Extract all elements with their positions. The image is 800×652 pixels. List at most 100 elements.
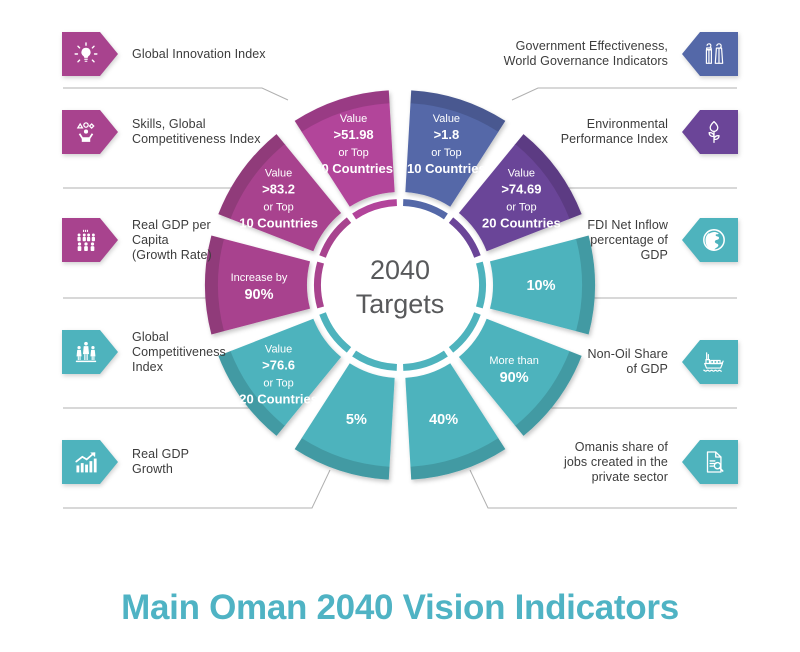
donut-slice[interactable] <box>458 144 570 252</box>
inner-ring-arc <box>352 199 397 220</box>
tag-shape <box>62 330 118 374</box>
label-text: Real GDP per Capita (Growth Rate) <box>132 217 212 262</box>
globe-icon <box>703 229 725 251</box>
slice-label-line: Value <box>265 167 292 179</box>
inner-ring-arc <box>476 261 486 309</box>
slice-rim <box>514 134 582 220</box>
donut-slice[interactable] <box>405 103 499 207</box>
inner-ring-arc <box>319 217 352 258</box>
donut-slice[interactable] <box>301 103 395 207</box>
slice-label-line: >74.69 <box>501 181 541 196</box>
center-label-line1: 2040 <box>370 255 430 285</box>
slice-label-line: or Top <box>263 378 293 390</box>
three-people-icon <box>75 341 97 363</box>
tag-real-gdp-growth <box>62 440 118 484</box>
label-row-omanis-share-of-jobs[interactable]: Omanis share of jobs created in the priv… <box>564 440 738 484</box>
slice-label-line: 10% <box>526 278 555 294</box>
plant-leaf-icon <box>708 120 720 144</box>
donut-slice[interactable] <box>405 363 499 467</box>
label-row-real-gdp-growth[interactable]: Real GDP Growth <box>62 440 189 484</box>
donut-slice[interactable] <box>230 144 342 252</box>
slice-label-line: Value <box>340 113 367 125</box>
slice-label-line: 40% <box>429 412 458 428</box>
label-text: Real GDP Growth <box>132 447 190 476</box>
bar-chart-growth-icon <box>75 452 97 473</box>
slice-label-line: Increase by <box>231 272 288 284</box>
tag-government-effectiveness <box>682 32 738 76</box>
cargo-ship-icon <box>703 352 724 372</box>
donut-slice[interactable] <box>301 363 395 467</box>
slice-label-line: Value <box>265 344 292 356</box>
label-text: Global Innovation Index <box>132 46 266 61</box>
skills-person-icon <box>76 122 95 142</box>
donut-chart: 2040 Targets Value >1.8 or Top 10 Countries… <box>205 90 595 480</box>
slice-rim <box>294 437 390 480</box>
lightbulb-icon <box>74 42 98 63</box>
inner-ring-arc <box>319 312 352 353</box>
slice-label-line: More than <box>489 355 539 367</box>
center-label-line2: Targets <box>356 289 445 319</box>
inner-ring-arc <box>448 312 481 353</box>
slice-label-line: Value <box>508 167 535 179</box>
slice-label-line: 10 Countries <box>407 161 486 176</box>
label-text: Global Competitiveness Index <box>132 329 226 374</box>
tag-real-gdp-per-capita <box>62 218 118 262</box>
slice-rim <box>218 134 286 220</box>
people-group-icon <box>77 229 95 252</box>
tag-shape <box>62 110 118 154</box>
slice-label-line: 90% <box>244 287 273 303</box>
donut-slice[interactable] <box>218 238 311 332</box>
slice-label-line: 90% <box>500 370 529 386</box>
slice-rim <box>218 350 286 436</box>
label-row-global-competitiveness-index[interactable]: Global Competitiveness Index <box>62 330 226 374</box>
slice-label-line: or Top <box>431 147 461 159</box>
slice-label-line: 5% <box>346 412 367 428</box>
slice-label-line: >1.8 <box>434 127 460 142</box>
tag-environmental-performance-index <box>682 110 738 154</box>
label-row-real-gdp-per-capita[interactable]: Real GDP per Capita (Growth Rate) <box>62 218 212 262</box>
slice-label-line: Value <box>433 113 460 125</box>
label-text: Government Effectiveness, World Governan… <box>503 39 668 68</box>
tag-non-oil-share-of-gdp <box>682 340 738 384</box>
slice-rim <box>410 437 506 480</box>
inner-ring-arc <box>403 199 448 220</box>
tag-shape <box>682 32 738 76</box>
label-row-skills-global-competitiveness-index[interactable]: Skills, Global Competitiveness Index <box>62 110 261 154</box>
label-text: FDI Net Inflow percentage of GDP <box>587 217 668 262</box>
label-text: Skills, Global Competitiveness Index <box>132 117 261 146</box>
slice-rim <box>410 90 506 133</box>
donut-slice[interactable] <box>458 318 570 426</box>
two-persons-icon <box>705 43 724 64</box>
label-row-fdi-net-inflow[interactable]: FDI Net Inflow percentage of GDP <box>587 218 738 262</box>
inner-ring-arc <box>352 350 397 371</box>
tag-shape <box>682 440 738 484</box>
label-text: Environmental Performance Index <box>560 117 668 146</box>
slice-rim <box>514 350 582 436</box>
tag-omanis-share-of-jobs <box>682 440 738 484</box>
tag-skills-global-competitiveness-index <box>62 110 118 154</box>
label-text: Omanis share of jobs created in the priv… <box>563 439 668 484</box>
tag-global-innovation-index <box>62 32 118 76</box>
label-row-government-effectiveness[interactable]: Government Effectiveness, World Governan… <box>504 32 738 76</box>
slice-label-line: 20 Countries <box>314 161 393 176</box>
tag-global-competitiveness-index <box>62 330 118 374</box>
label-row-non-oil-share-of-gdp[interactable]: Non-Oil Share of GDP <box>587 340 738 384</box>
slice-label-line: or Top <box>263 201 293 213</box>
slice-label-line: 20 Countries <box>482 215 561 230</box>
inner-ring-arc <box>403 350 448 371</box>
inner-ring-arc <box>448 217 481 258</box>
donut-slice[interactable] <box>230 318 342 426</box>
donut-slice[interactable] <box>489 238 582 332</box>
label-row-environmental-performance-index[interactable]: Environmental Performance Index <box>561 110 738 154</box>
label-row-global-innovation-index[interactable]: Global Innovation Index <box>62 32 266 76</box>
tag-fdi-net-inflow <box>682 218 738 262</box>
inner-ring-arc <box>314 261 324 309</box>
slice-label-line: or Top <box>338 147 368 159</box>
label-text: Non-Oil Share of GDP <box>587 347 668 376</box>
document-search-icon <box>706 451 724 473</box>
slice-label-line: >83.2 <box>262 181 295 196</box>
slice-label-line: 10 Countries <box>239 215 318 230</box>
slice-label-line: >76.6 <box>262 358 295 373</box>
slice-label-line: 20 Countries <box>239 392 318 407</box>
